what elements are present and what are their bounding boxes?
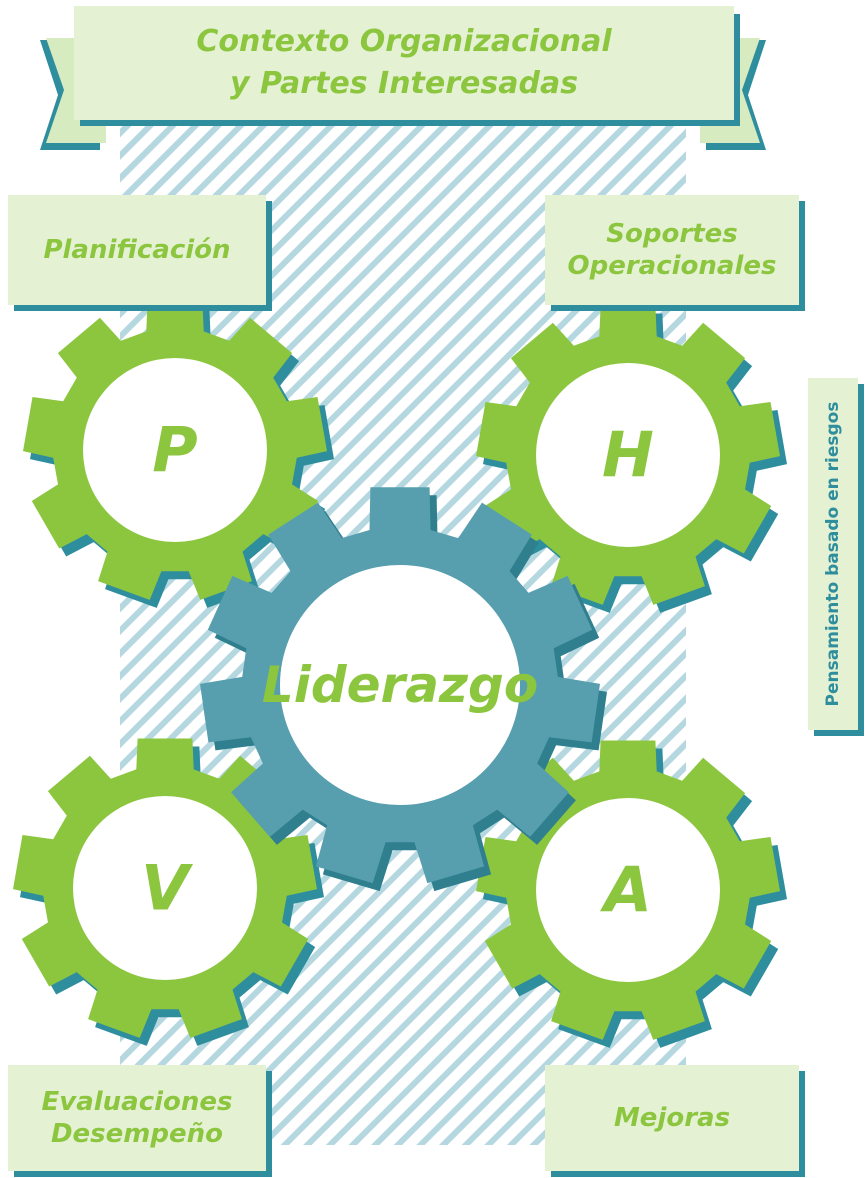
label-soportes-line2: Operacionales xyxy=(567,251,777,281)
label-planificacion-text: Planificación xyxy=(43,234,231,265)
label-evaluaciones-desempeno: Evaluaciones Desempeño xyxy=(8,1065,266,1171)
label-evaluaciones-line2: Desempeño xyxy=(50,1119,224,1149)
gear-liderazgo-center xyxy=(280,565,520,805)
header-title-line1: Contexto Organizacional xyxy=(196,24,612,59)
gear-h-center xyxy=(536,363,720,547)
ribbon-body xyxy=(74,6,734,120)
side-bar-text: Pensamiento basado en riesgos xyxy=(823,401,843,707)
gear-a-center xyxy=(536,798,720,982)
gear-liderazgo: Liderazgo xyxy=(200,487,607,892)
label-soportes-operacionales: Soportes Operacionales xyxy=(545,195,799,305)
gear-p: P xyxy=(23,300,334,608)
header-title-line2: y Partes Interesadas xyxy=(229,66,579,101)
label-soportes-line1: Soportes xyxy=(606,218,738,249)
header-title: Contexto Organizacional y Partes Interes… xyxy=(74,6,734,120)
label-mejoras: Mejoras xyxy=(545,1065,799,1171)
gear-v-center xyxy=(73,796,257,980)
label-planificacion: Planificación xyxy=(8,195,266,305)
gear-h: H xyxy=(476,305,787,613)
gear-liderazgo-label: Liderazgo xyxy=(262,656,538,714)
side-bar xyxy=(808,378,858,730)
gear-p-label: P xyxy=(152,414,197,487)
gear-h-label: H xyxy=(602,419,654,492)
label-evaluaciones-line1: Evaluaciones xyxy=(41,1086,233,1117)
gear-p-center xyxy=(83,358,267,542)
gear-v-label: V xyxy=(141,852,194,925)
label-mejoras-text: Mejoras xyxy=(613,1102,731,1133)
gear-a-label: A xyxy=(599,854,652,927)
gear-v: V xyxy=(13,738,324,1046)
